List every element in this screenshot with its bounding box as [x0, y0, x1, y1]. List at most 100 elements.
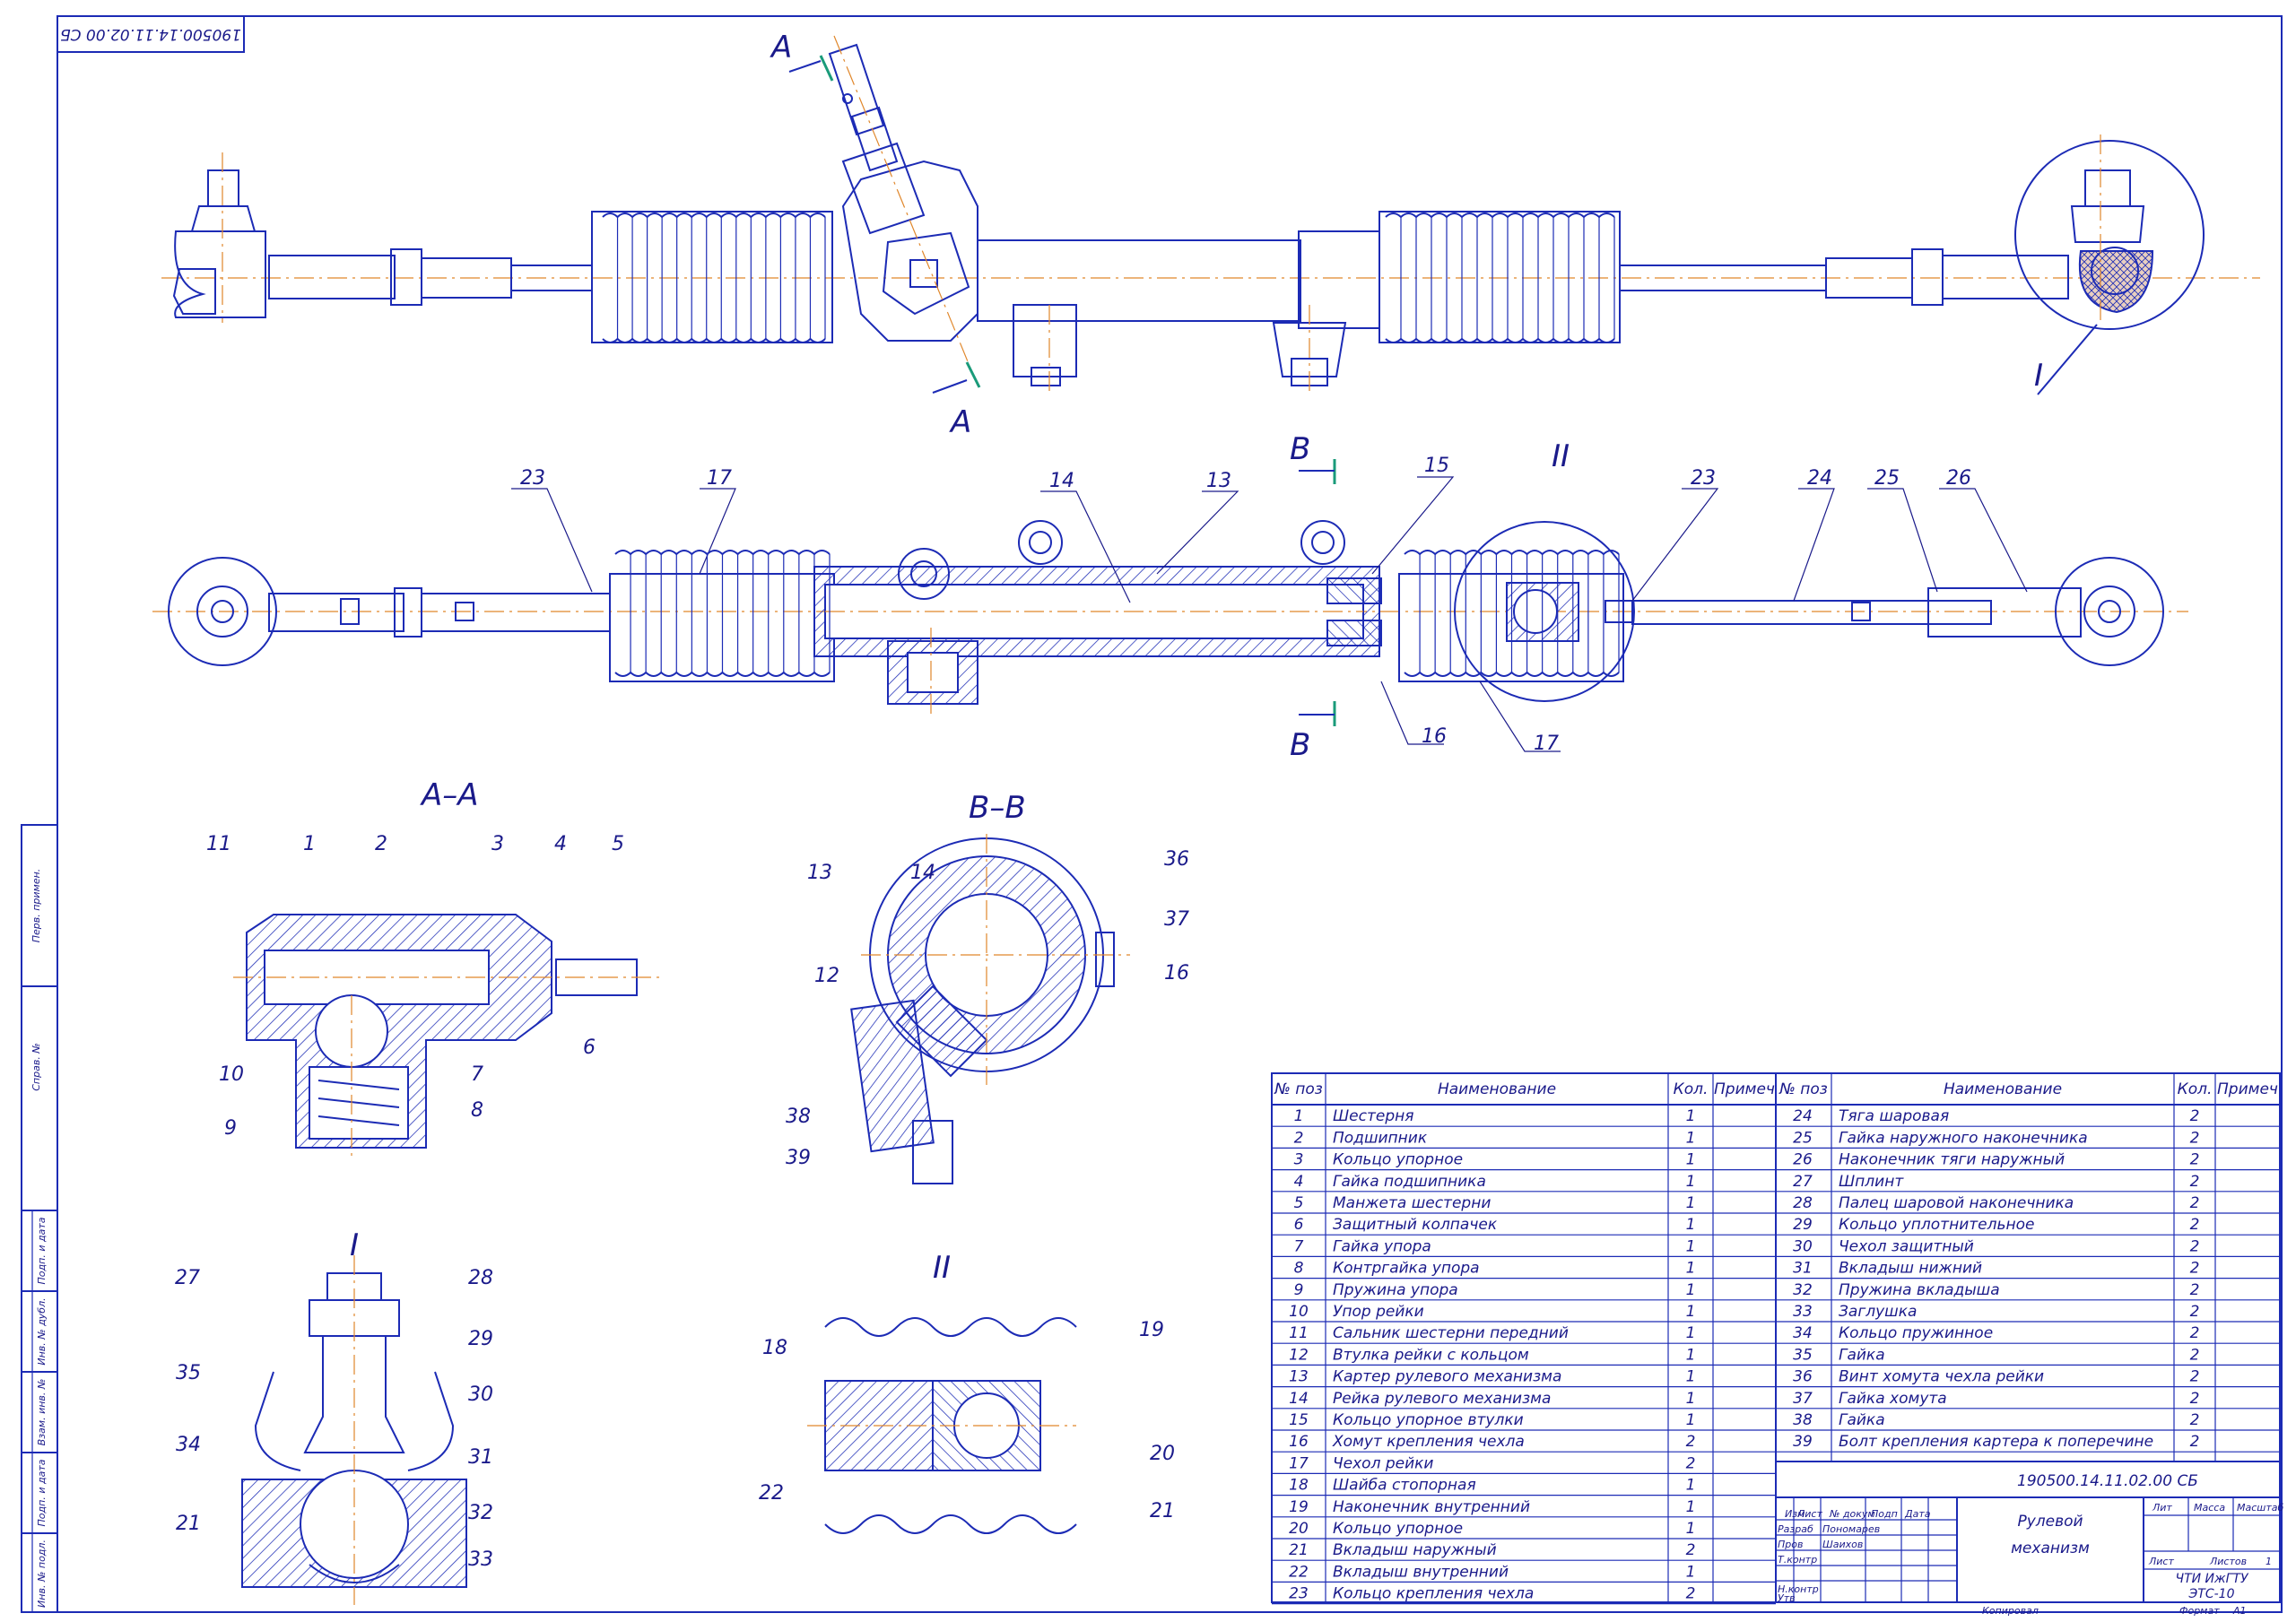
hdr-pos-left: № поз — [1274, 1080, 1323, 1098]
svg-text:24: 24 — [1807, 467, 1832, 490]
row-qty: 2 — [2190, 1107, 2200, 1125]
svg-text:11: 11 — [206, 833, 231, 855]
svg-text:28: 28 — [468, 1267, 493, 1289]
row-name: Наконечник тяги наружный — [1839, 1151, 2065, 1169]
row-qty: 1 — [1686, 1498, 1696, 1516]
row-pos: 11 — [1289, 1324, 1309, 1342]
tb-massa: Масса — [2194, 1502, 2225, 1514]
row-qty: 1 — [1686, 1563, 1696, 1581]
row-name: Кольцо крепления чехла — [1333, 1585, 1534, 1603]
row-pos: 26 — [1793, 1151, 1813, 1169]
row-qty: 1 — [1686, 1411, 1696, 1429]
svg-text:1: 1 — [303, 833, 316, 855]
svg-text:15: 15 — [1424, 455, 1449, 477]
side-col-6: Инв. № подл. — [36, 1540, 48, 1608]
row-pos: 7 — [1294, 1237, 1304, 1255]
row-name: Чехол защитный — [1839, 1237, 1974, 1255]
tb-org-2: ЭТС-10 — [2188, 1587, 2235, 1601]
row-pos: 39 — [1793, 1433, 1813, 1451]
svg-text:33: 33 — [468, 1548, 493, 1571]
svg-text:23: 23 — [520, 467, 545, 490]
svg-text:39: 39 — [786, 1147, 811, 1169]
tb-format-value: А1 — [2232, 1605, 2247, 1617]
row-pos: 27 — [1793, 1173, 1813, 1191]
tb-masshtab: Масштаб — [2237, 1502, 2283, 1514]
hdr-name-left: Наименование — [1438, 1080, 1556, 1098]
row-pos: 21 — [1289, 1541, 1309, 1559]
row-qty: 2 — [2190, 1237, 2200, 1255]
row-pos: 24 — [1793, 1107, 1813, 1125]
side-col-1: Справ. № — [30, 1043, 42, 1091]
row-qty: 1 — [1686, 1173, 1696, 1191]
section-a-a: А–А — [233, 777, 664, 1157]
row-qty: 1 — [1686, 1477, 1696, 1495]
row-name: Вкладыш внутренний — [1333, 1563, 1509, 1581]
cut-b-markers: В В — [1290, 431, 1336, 763]
tb-name-razrab: Пономарев — [1822, 1523, 1880, 1535]
hdr-note-right: Примеч — [2217, 1080, 2278, 1098]
rack-tube-top — [977, 239, 1301, 322]
row-qty: 1 — [1686, 1260, 1696, 1278]
row-name: Манжета шестерни — [1333, 1194, 1491, 1212]
row-name: Кольцо упорное втулки — [1333, 1411, 1524, 1429]
svg-text:35: 35 — [176, 1362, 201, 1384]
row-pos: 15 — [1289, 1411, 1309, 1429]
hdr-qty-right: Кол. — [2178, 1080, 2213, 1098]
row-name: Кольцо упорное — [1333, 1520, 1463, 1538]
svg-text:3: 3 — [491, 833, 504, 855]
row-qty: 1 — [1686, 1390, 1696, 1408]
section-b-b: В–В — [850, 790, 1130, 1184]
row-pos: 37 — [1793, 1390, 1813, 1408]
row-name: Вкладыш наружный — [1333, 1541, 1497, 1559]
svg-text:6: 6 — [583, 1037, 596, 1059]
tb-role-tkontr: Т.контр — [1778, 1554, 1817, 1566]
row-qty: 2 — [2190, 1260, 2200, 1278]
row-qty: 2 — [2190, 1129, 2200, 1147]
row-qty: 1 — [1686, 1237, 1696, 1255]
row-name: Рейка рулевого механизма — [1333, 1390, 1551, 1408]
row-name: Наконечник внутренний — [1333, 1498, 1530, 1516]
top-view: I А А — [161, 30, 2260, 440]
row-name: Втулка рейки с кольцом — [1333, 1346, 1529, 1364]
boot-corrugation-front-left — [614, 550, 831, 677]
row-pos: 17 — [1289, 1454, 1309, 1472]
row-pos: 34 — [1793, 1324, 1813, 1342]
row-pos: 33 — [1793, 1303, 1813, 1321]
mount-right — [1272, 305, 1347, 395]
row-qty: 2 — [1686, 1433, 1696, 1451]
row-name: Гайка — [1839, 1411, 1885, 1429]
detail-ii-title: II — [933, 1250, 951, 1286]
detail-i-callout: I — [2034, 358, 2043, 394]
row-name: Подшипник — [1333, 1129, 1428, 1147]
row-pos: 29 — [1793, 1216, 1813, 1234]
svg-text:10: 10 — [219, 1063, 244, 1086]
row-qty: 2 — [2190, 1324, 2200, 1342]
svg-text:14: 14 — [1049, 470, 1074, 492]
row-name: Кольцо пружинное — [1839, 1324, 1993, 1342]
row-name: Картер рулевого механизма — [1333, 1368, 1561, 1386]
row-qty: 1 — [1686, 1520, 1696, 1538]
tb-kopiroval: Копировал — [1982, 1605, 2039, 1617]
svg-text:18: 18 — [762, 1337, 787, 1359]
title-block: 190500.14.11.02.00 СБ Рулевой механизм И… — [1775, 1461, 2283, 1617]
row-qty: 1 — [1686, 1346, 1696, 1364]
row-qty: 2 — [2190, 1346, 2200, 1364]
row-qty: 1 — [1686, 1368, 1696, 1386]
leader-lines — [511, 476, 2028, 752]
